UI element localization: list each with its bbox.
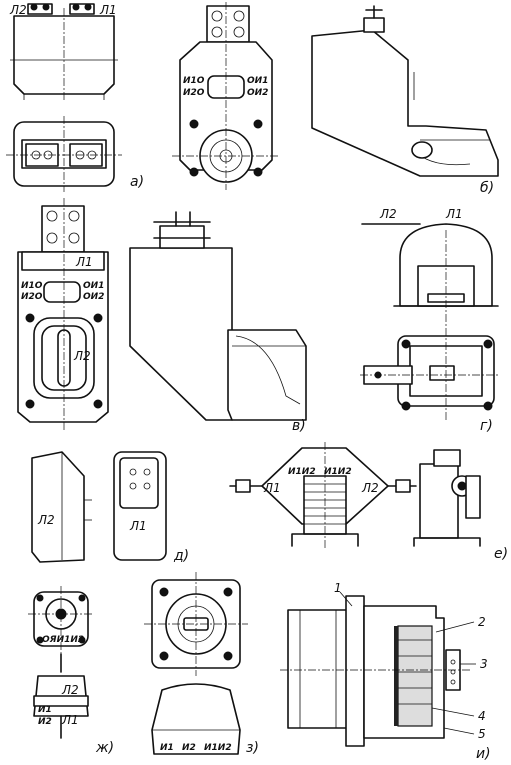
label-e-L1: Л1 (263, 481, 281, 495)
label-center-I2o: И2О (183, 88, 205, 98)
caption-a: а) (130, 174, 144, 190)
view-b: б) (311, 5, 499, 196)
view-i: 1 2 3 4 5 и) (280, 581, 491, 762)
view-zh: ОЯИ1И2 Л2 И1 И2 Л1 ж) (28, 586, 114, 756)
label-zh-onI1I2: ОЯИ1И2 (42, 635, 84, 645)
callout-3: 3 (480, 657, 488, 671)
label-center-oI2: ОИ2 (247, 88, 268, 98)
view-e: Л1 Л2 И1И2 И1И2 е) (229, 442, 508, 562)
callout-4: 4 (478, 709, 486, 723)
label-v-I1o: И1О (21, 281, 43, 291)
caption-v: в) (292, 418, 306, 434)
label-g-L1: Л1 (445, 207, 463, 221)
view-z: И1 И2 И1И2 з) (144, 572, 259, 756)
view-v-front: Л1 И1О И2О ОИ1 ОИ2 Л2 (17, 198, 109, 430)
label-g-L2: Л2 (379, 207, 397, 221)
label-center-I1o: И1О (183, 76, 205, 86)
label-d-L1: Л1 (129, 519, 147, 533)
caption-d: д) (173, 548, 189, 564)
label-v-L1: Л1 (75, 255, 93, 269)
label-center-oI1: ОИ1 (247, 76, 268, 86)
view-v: в) (129, 211, 307, 434)
caption-g: г) (480, 418, 493, 434)
label-e-I1I2-right: И1И2 (324, 467, 352, 477)
label-v-oI2: ОИ2 (83, 292, 104, 302)
caption-i: и) (476, 746, 491, 762)
label-zh-I2: И2 (38, 717, 52, 727)
view-a-front: Л2 Л1 (9, 3, 118, 100)
label-zh-L2: Л2 (61, 683, 79, 697)
caption-z: з) (246, 740, 259, 756)
view-a-side-unit: И1О И2О ОИ1 ОИ2 (172, 2, 280, 190)
view-a-top (6, 116, 122, 192)
label-v-I2o: И2О (21, 292, 43, 302)
view-g: Л2 Л1 г) (360, 207, 500, 434)
caption-e: е) (494, 546, 508, 562)
callout-1: 1 (334, 581, 342, 595)
label-z-I2: И2 (182, 743, 196, 753)
label-zh-L1: Л1 (61, 713, 79, 727)
caption-b: б) (480, 180, 494, 196)
label-z-I1I2: И1И2 (204, 743, 232, 753)
label-v-oI1: ОИ1 (83, 281, 104, 291)
callout-2: 2 (478, 615, 486, 629)
label-d-L2: Л2 (37, 513, 55, 527)
view-d: Л2 Л1 д) (31, 451, 189, 564)
label-a-L1: Л1 (99, 3, 117, 17)
label-e-I1I2-left: И1И2 (288, 467, 316, 477)
caption-zh: ж) (95, 740, 114, 756)
label-z-I1: И1 (160, 743, 174, 753)
view-a: Л2 Л1 а) (6, 3, 144, 192)
label-a-L2: Л2 (9, 3, 27, 17)
callout-5: 5 (478, 727, 486, 741)
label-v-L2: Л2 (73, 349, 91, 363)
label-e-L2: Л2 (361, 481, 379, 495)
label-zh-I1: И1 (38, 705, 52, 715)
